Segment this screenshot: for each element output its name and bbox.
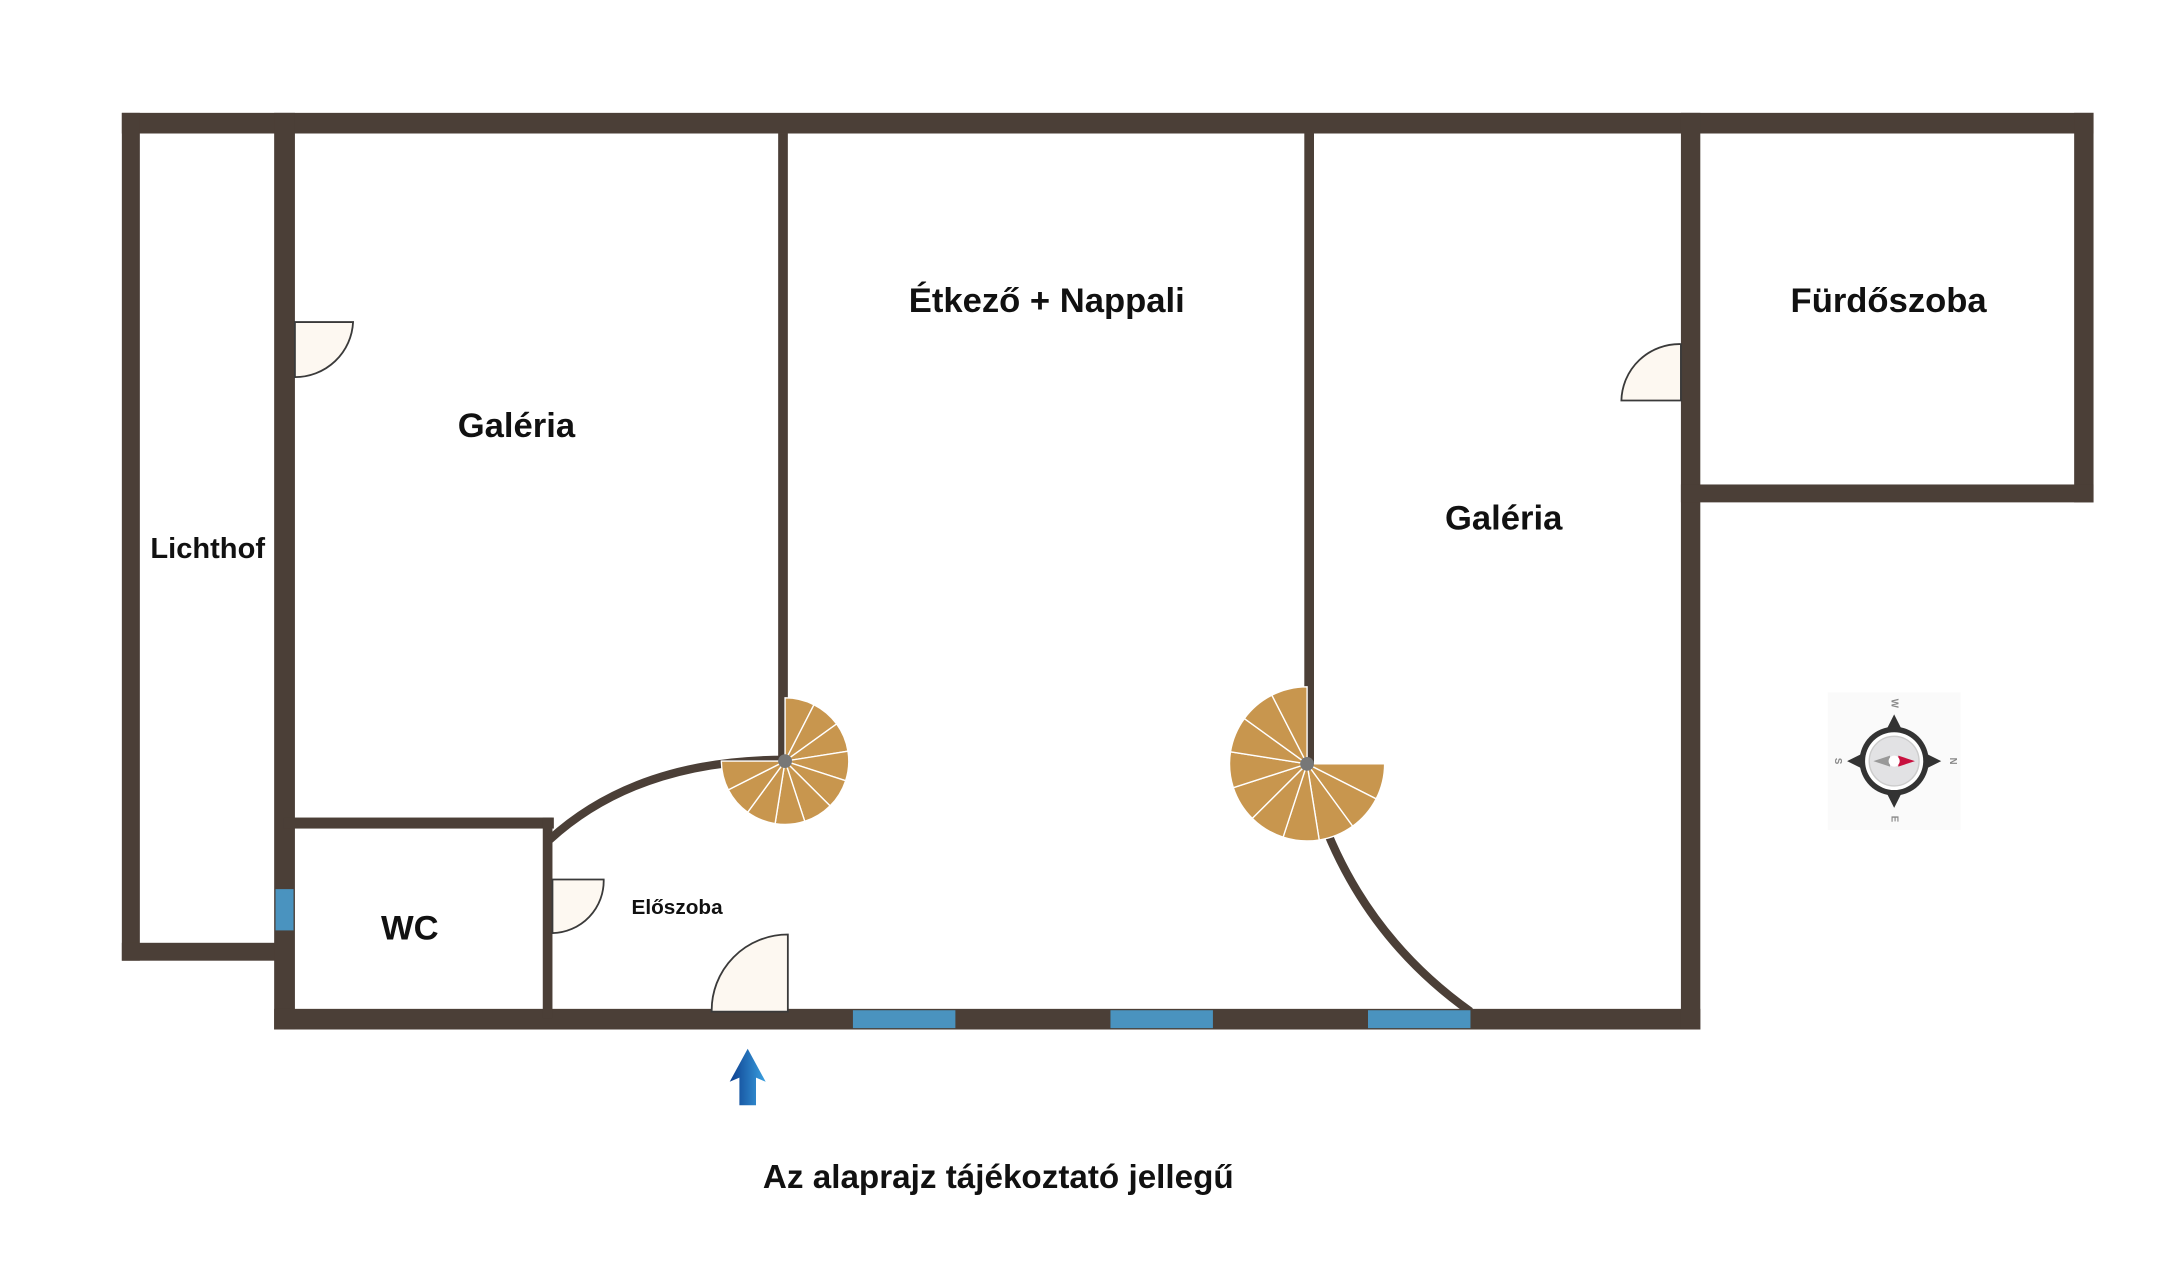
window [1368, 1010, 1471, 1029]
wall-wc-right [542, 817, 553, 1019]
wall-bathroom-right [2074, 112, 2094, 503]
walls [121, 112, 2094, 1030]
curved-wall-right [1315, 810, 1473, 1015]
compass-south-label: S [1832, 758, 1843, 765]
wall-bathroom-bottom [1680, 484, 2094, 503]
windows [275, 889, 1471, 1029]
room-label-gallery-left: Galéria [458, 407, 576, 445]
wall-left [274, 112, 295, 1030]
room-label-bathroom: Fürdőszoba [1791, 282, 1988, 320]
stair-center-post [1300, 756, 1314, 771]
room-label-wc: WC [381, 910, 439, 948]
door-bathroom [1620, 343, 1682, 402]
stair-center-post [778, 754, 792, 768]
room-label-gallery-right: Galéria [1445, 499, 1563, 537]
room-label-hallway: Előszoba [632, 896, 724, 919]
stair-step [1270, 686, 1308, 765]
compass-east-label: E [1889, 816, 1900, 823]
footer-note: Az alaprajz tájékoztató jellegű [763, 1159, 1234, 1196]
wall-lichthof-left [121, 112, 140, 961]
stair-step [720, 760, 786, 791]
window [275, 889, 294, 931]
wall-bottom [274, 1008, 1701, 1030]
door-entrance [710, 933, 789, 1013]
wall-lichthof-bottom [121, 942, 284, 961]
compass-icon: W E S N [1827, 692, 1961, 830]
wall-interior-1 [778, 133, 788, 764]
wall-top [121, 112, 2094, 134]
window [852, 1010, 956, 1029]
compass-west-label: W [1889, 699, 1900, 709]
door-gallery [294, 321, 355, 379]
wall-wc-top [283, 817, 554, 829]
room-label-lichthof: Lichthof [150, 533, 265, 565]
room-label-dining-living: Étkező + Nappali [909, 280, 1185, 320]
wall-interior-2 [1304, 133, 1314, 764]
window [1110, 1010, 1213, 1029]
door-wc [551, 878, 605, 935]
spiral-stair-left [720, 697, 850, 826]
spiral-stair-right [1228, 686, 1386, 842]
compass-north-label: N [1947, 758, 1958, 765]
entrance-arrow-icon [729, 1048, 766, 1106]
wall-right [1680, 112, 1701, 1030]
doors [294, 321, 1682, 1013]
